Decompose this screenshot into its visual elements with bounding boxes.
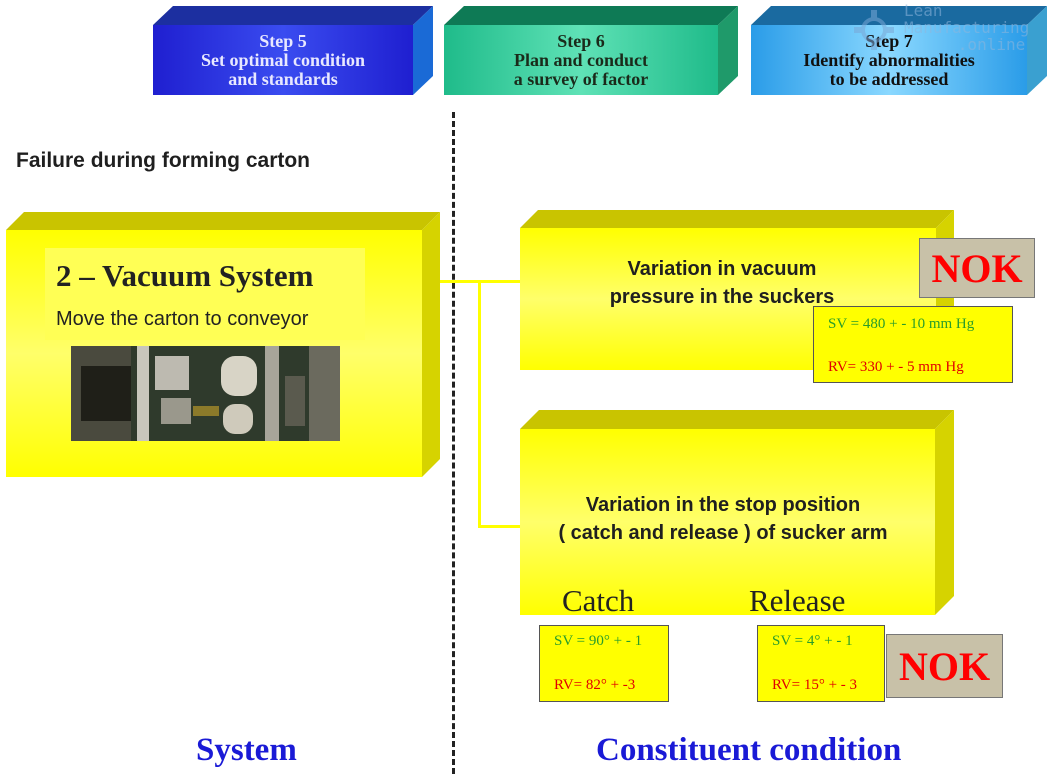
step-7-face: Step 7 Identify abnormalities to be addr… [751,25,1027,95]
step-7-top [751,6,1047,25]
failure-title: Failure during forming carton [16,149,311,172]
system-subtitle: Move the carton to conveyor [56,308,309,330]
step-6-line2: Plan and conduct [513,49,649,70]
step-7-line3: to be addressed [829,68,949,89]
condition2-line1: Variation in the stop position [585,494,861,516]
release-sv: SV = 4° + - 1 [772,633,853,649]
system-title-panel: 2 – Vacuum System Move the carton to con… [45,248,365,340]
step-7-side [1027,6,1047,95]
catch-label: Catch [562,583,635,618]
catch-rv: RV= 82° + -3 [554,677,636,693]
watermark-line2: Manufacturing [904,18,1030,37]
catch-sv: SV = 90° + - 1 [554,633,643,649]
step-5-face: Step 5 Set optimal condition and standar… [153,25,413,95]
release-rv: RV= 15° + - 3 [772,677,858,693]
condition1-sv: SV = 480 + - 10 mm Hg [828,316,975,332]
condition2-nok-badge: NOK [886,634,1003,698]
step-6-face: Step 6 Plan and conduct a survey of fact… [444,25,718,95]
watermark-line3: .online [957,35,1026,54]
step-6-line3: a survey of factor [513,68,649,89]
step-5-top [153,6,433,25]
step-6-number: Step 6 [557,30,605,51]
footer-system-label: System [196,732,297,768]
condition1-line1: Variation in vacuum [627,258,817,280]
step-7-header: Step 7 Identify abnormalities to be addr… [751,6,1047,95]
condition2-line2: ( catch and release ) of sucker arm [558,522,888,544]
connector-lower [478,525,520,528]
condition1-nok-badge: NOK [919,238,1035,298]
connector-vertical [478,280,481,528]
gear-icon [854,10,894,50]
step-5-number: Step 5 [259,30,307,51]
condition1-rv: RV= 330 + - 5 mm Hg [828,359,964,375]
step-7-line2: Identify abnormalities [803,49,975,70]
step-7-number: Step 7 [865,30,913,51]
condition1-line2: pressure in the suckers [609,286,835,308]
watermark-line1: Lean [904,1,943,20]
catch-spec-box: SV = 90° + - 1 RV= 82° + -3 [539,625,669,702]
release-spec-box: SV = 4° + - 1 RV= 15° + - 3 [757,625,885,702]
step-5-header: Step 5 Set optimal condition and standar… [153,6,433,95]
watermark-logo: Lean Manufacturing .online [852,2,1050,66]
step-6-side [718,6,738,95]
step-5-line2: Set optimal condition [200,49,365,70]
step-5-side [413,6,433,95]
step-6-top [444,6,738,25]
section-divider [452,112,455,774]
step-5-line3: and standards [228,68,338,89]
release-label: Release [749,583,846,618]
step-6-header: Step 6 Plan and conduct a survey of fact… [444,6,738,95]
footer-constituent-label: Constituent condition [596,732,902,768]
machine-photo [71,346,340,441]
condition1-spec-box: SV = 480 + - 10 mm Hg RV= 330 + - 5 mm H… [813,306,1013,383]
system-title: 2 – Vacuum System [56,258,314,293]
